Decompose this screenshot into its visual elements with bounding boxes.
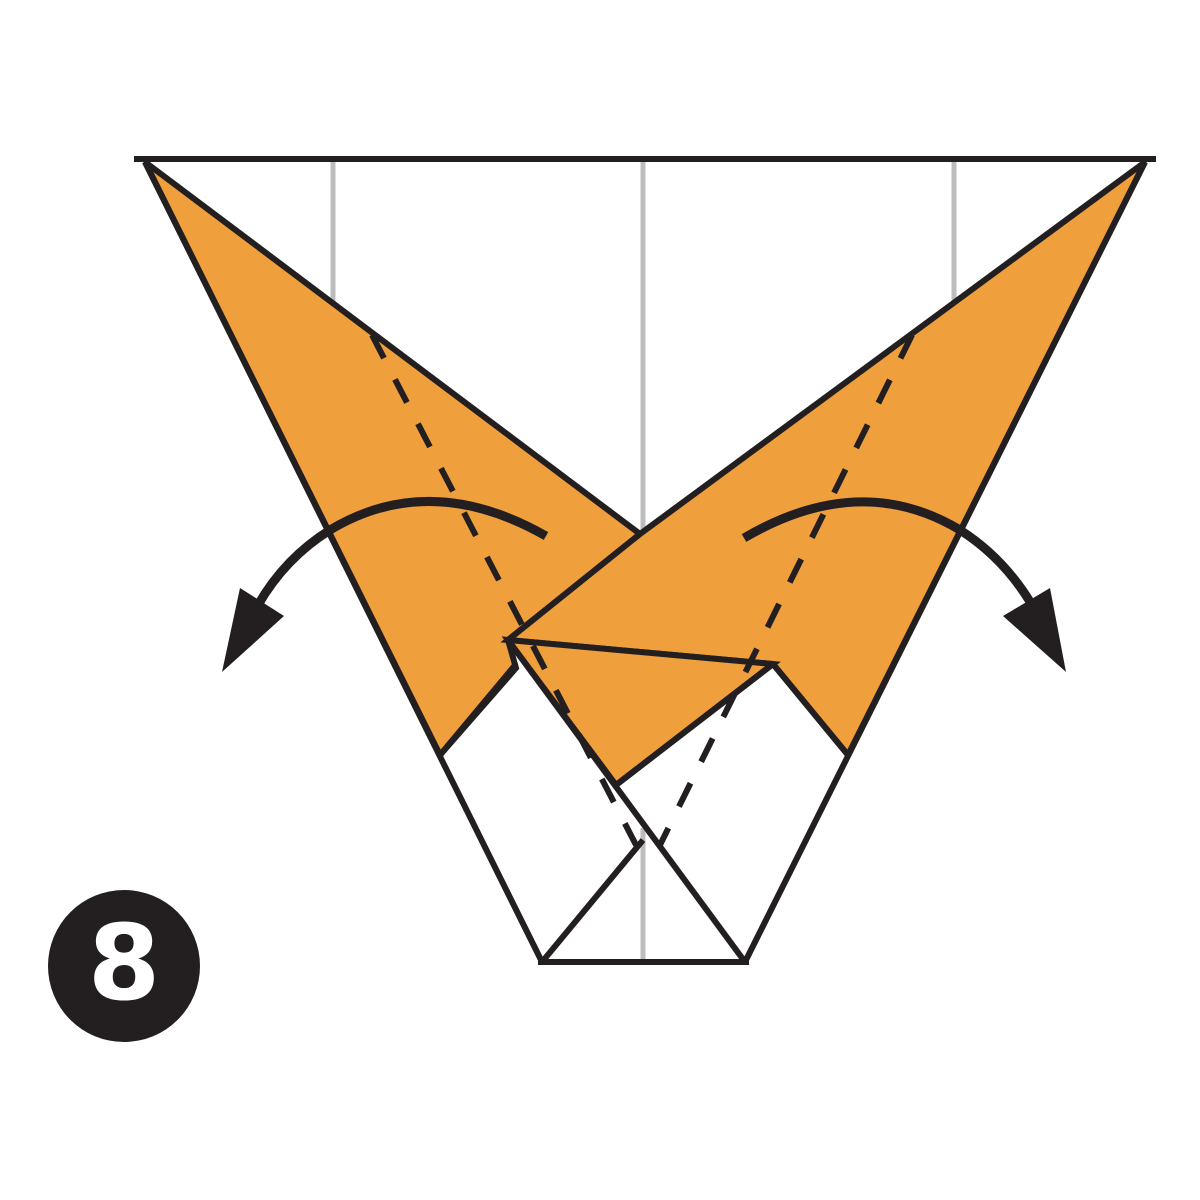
crease-lines xyxy=(330,160,957,962)
dashed-fold-lines xyxy=(369,333,915,847)
diag-left-down xyxy=(505,638,748,964)
dashed-fold-right xyxy=(657,333,915,847)
inner-left-edge xyxy=(437,662,519,757)
left-outer-edge xyxy=(142,160,545,964)
bottom-left-diag xyxy=(539,838,646,964)
step-badge: 8 xyxy=(48,890,200,1042)
curved-arrow-right-icon xyxy=(741,497,1066,672)
step-number: 8 xyxy=(87,902,161,1024)
inner-right-edge xyxy=(770,662,851,757)
curved-arrow-left-icon xyxy=(222,497,549,672)
outline-edges xyxy=(134,156,1156,965)
right-outer-edge xyxy=(742,160,1148,964)
diag-right-down xyxy=(614,661,775,788)
